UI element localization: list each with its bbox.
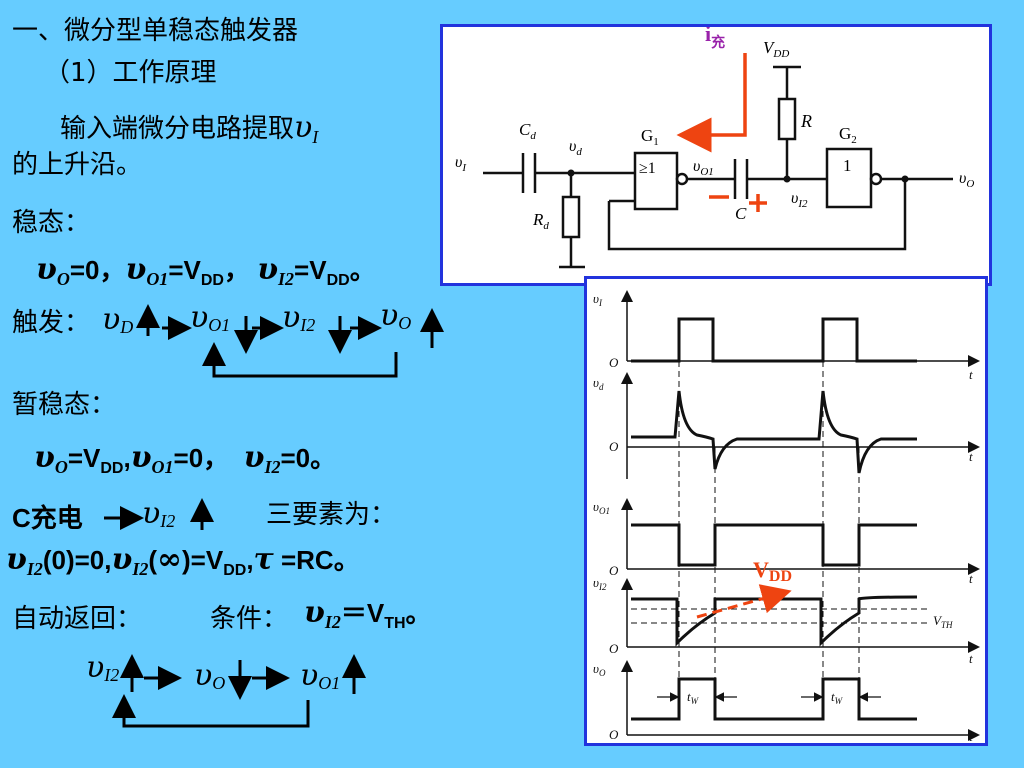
return-var-vo: υO [194,658,226,694]
feedback-wire [607,179,907,251]
svg-text:G1: G1 [641,126,659,148]
vi2-waveform [631,595,918,647]
elements-equation: υI2(0)=0,υI2(∞)=VDD,τ =RC。 [6,542,360,580]
section-subtitle: （1）工作原理 [44,58,217,88]
svg-text:≥1: ≥1 [639,160,656,177]
charge-current-arrow [676,53,747,153]
vi-waveform [631,317,917,363]
svg-text:t: t [969,449,973,464]
svg-text:υI: υI [593,291,603,308]
charge-var: υI2 [142,496,176,532]
svg-text:t: t [969,571,973,586]
svg-text:υd: υd [569,138,582,158]
vdd-charge-arrow [696,584,792,619]
return-var-vo1: υO1 [300,658,341,694]
svg-text:O: O [609,563,619,578]
resistor-rd [561,195,581,239]
svg-text:VDD: VDD [763,38,789,60]
three-elements-label: 三要素为： [266,500,397,530]
trigger-label: 触发： [12,308,91,338]
svg-text:C: C [735,204,747,223]
intro-line-2: 的上升沿。 [12,150,143,180]
svg-text:υO1: υO1 [693,158,714,178]
timing-diagram: υI υd υO1 υI2 υO O O O O O t t t t t VTH… [593,290,980,744]
svg-text:υO: υO [959,170,974,190]
transient-equation: υO=VDD,υO1=0， υI2=0。 [34,440,337,478]
return-var-vi2: υI2 [86,650,120,686]
svg-text:tW: tW [687,689,700,706]
svg-text:G2: G2 [839,124,857,146]
svg-text:t: t [969,651,973,666]
vo1-waveform [631,523,917,567]
trigger-var-vd: υD [102,302,134,338]
svg-text:Cd: Cd [519,120,536,142]
svg-text:t: t [969,729,973,743]
svg-text:υI2: υI2 [791,190,808,210]
trigger-var-vi2: υI2 [282,300,316,336]
svg-text:tW: tW [831,689,844,706]
circuit-diagram: i充 VDD R Cd υd υI Rd G1 ≥1 G2 1 υO1 C υI… [455,21,974,269]
intro-line-1: 输入端微分电路提取υI [60,110,319,148]
slide-title: 一、微分型单稳态触发器 [12,16,299,46]
svg-text:Rd: Rd [532,210,549,232]
resistor-r [777,97,797,141]
svg-text:1: 1 [843,156,852,175]
svg-text:υI2: υI2 [593,575,607,592]
auto-return-label: 自动返回： [12,604,143,634]
circuit-panel: i充 VDD R Cd υd υI Rd G1 ≥1 G2 1 υO1 C υI… [440,21,992,286]
condition-equation: υI2＝VTH。 [304,595,432,633]
transient-label: 暂稳态： [12,390,117,420]
condition-label: 条件： [210,604,289,634]
charge-current-label: i充 [705,27,725,51]
svg-text:O: O [609,727,619,742]
waveform-panel: υI υd υO1 υI2 υO O O O O O t t t t t VTH… [584,276,988,746]
svg-text:O: O [609,641,619,656]
vdd-label: VDD [753,557,792,585]
charge-prefix: C充电 [12,503,83,533]
stable-label: 稳态： [12,208,91,238]
svg-text:υI: υI [455,154,467,174]
svg-text:VTH: VTH [933,613,953,630]
svg-text:υd: υd [593,375,604,392]
stable-equation: υO=0，υO1=VDD， υI2=VDD。 [36,252,376,290]
text-arrows [104,304,444,728]
svg-text:O: O [609,355,619,370]
inverter-bubble [675,172,689,186]
svg-text:υO: υO [593,661,606,678]
vo-waveform [631,677,917,721]
trigger-var-vo: υO [380,298,412,334]
svg-text:O: O [609,439,619,454]
feedback-loop-line [202,342,398,378]
svg-text:υO1: υO1 [593,499,610,516]
return-loop-line [112,694,310,728]
svg-text:R: R [800,111,812,131]
trigger-var-vo1: υO1 [190,300,231,336]
svg-text:t: t [969,367,973,382]
vd-waveform [631,390,917,474]
